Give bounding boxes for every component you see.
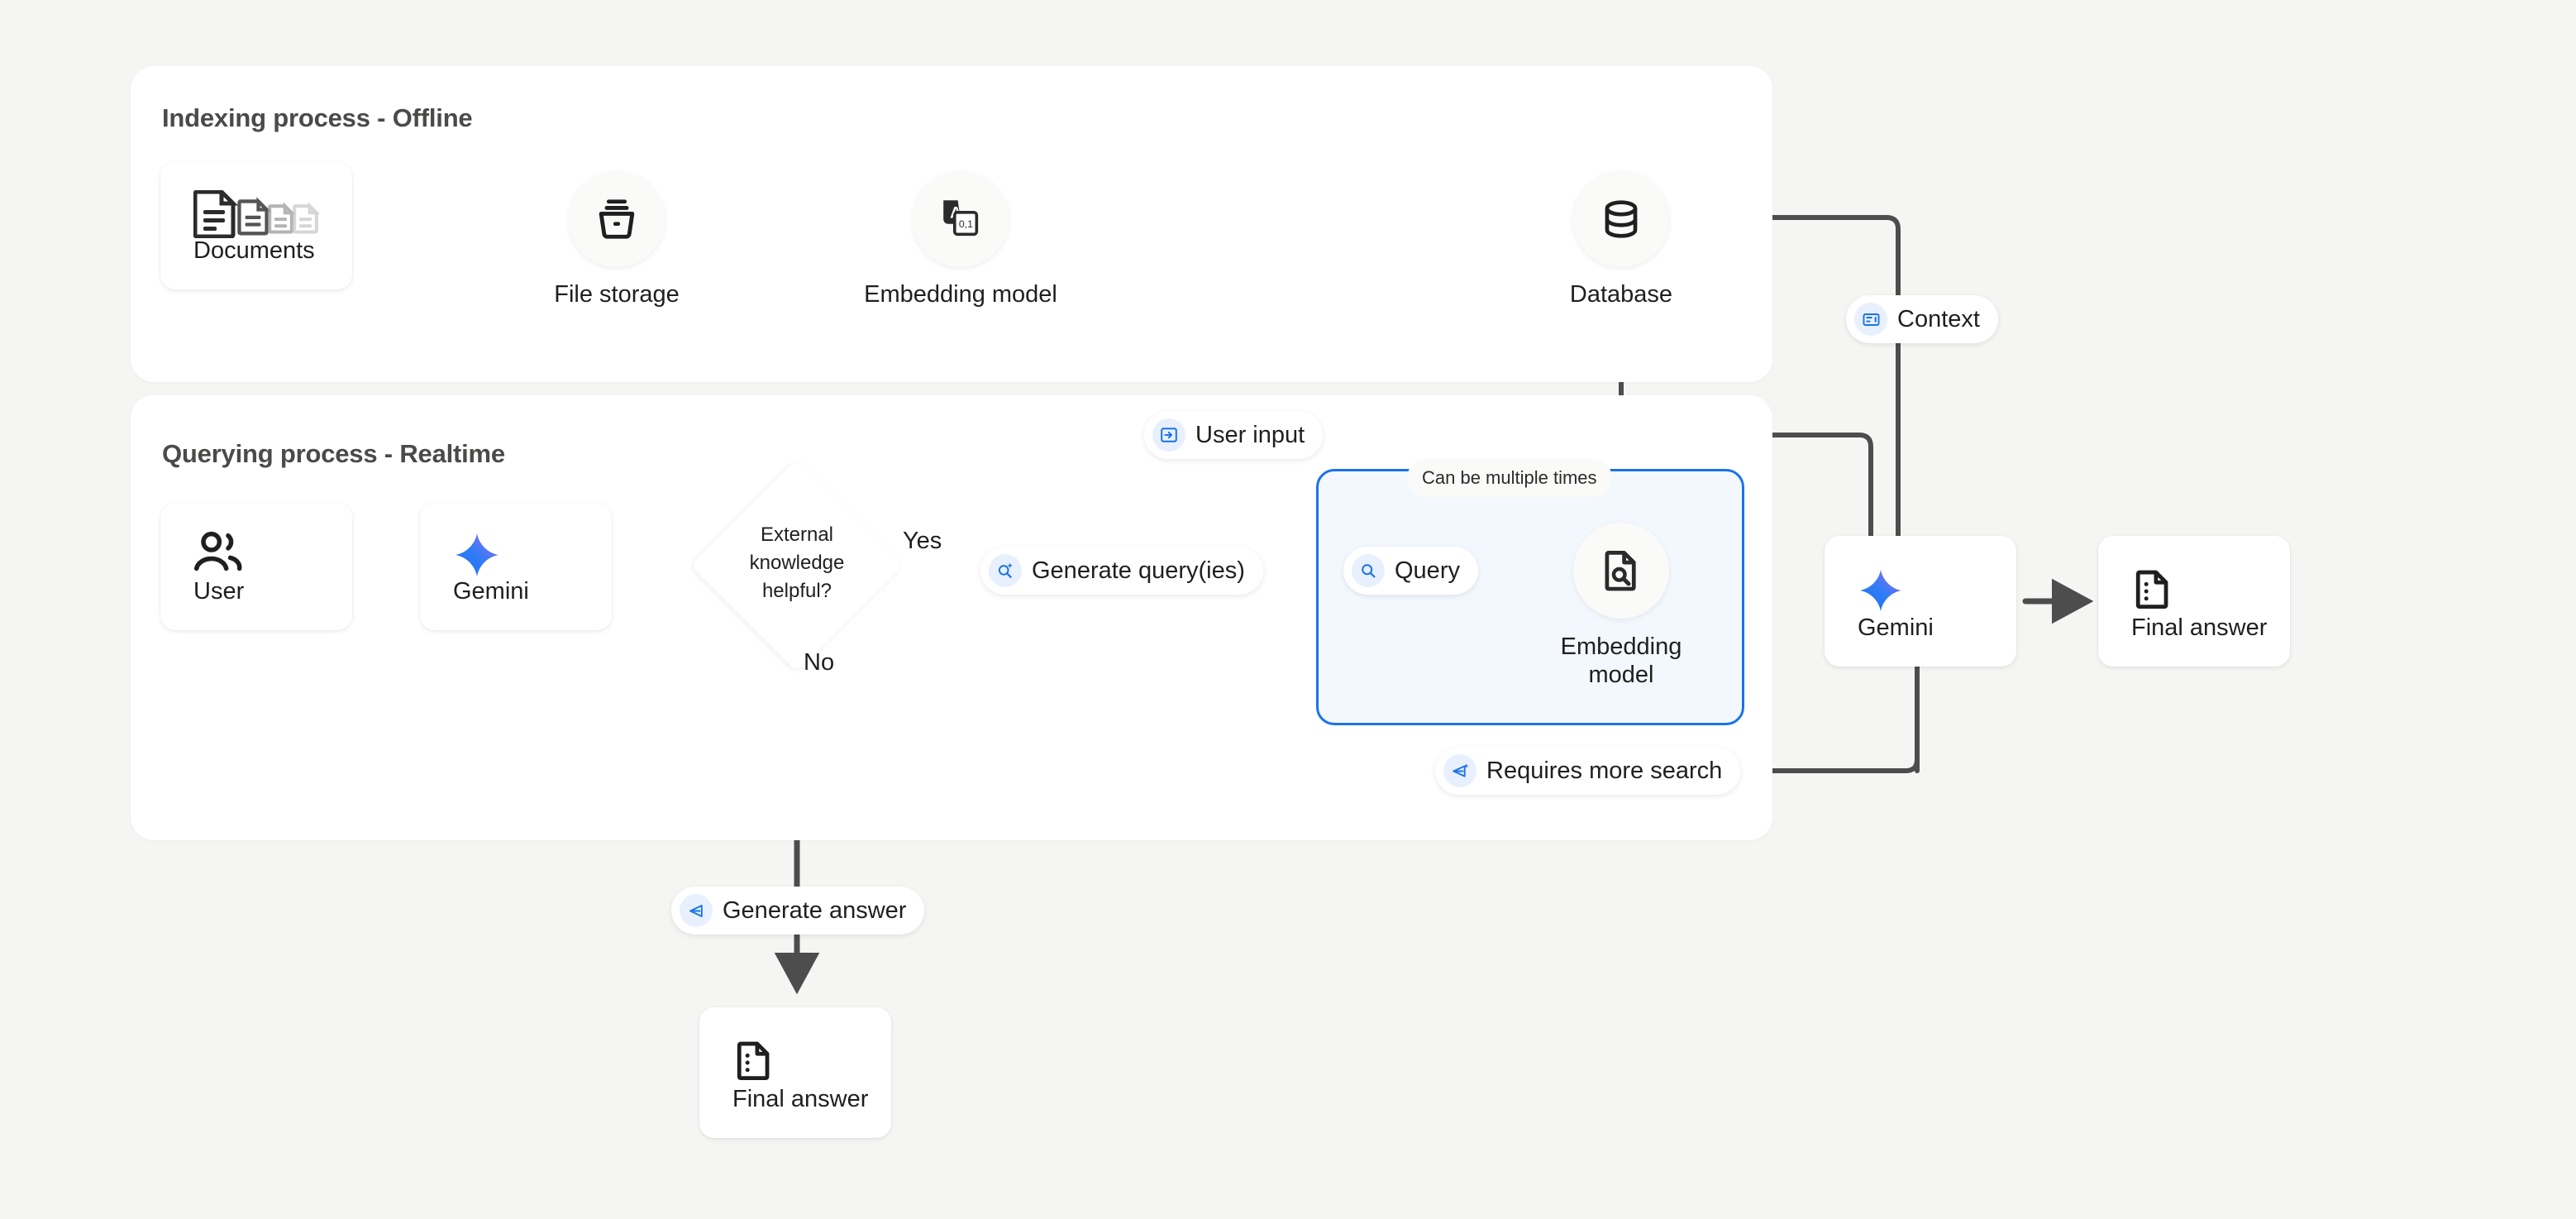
retrieval-loop-box (1316, 469, 1744, 725)
node-embedding-model-loop-line-2: model (1588, 661, 1654, 688)
node-file-storage-label: File storage (554, 281, 680, 308)
pill-generate-queries-label: Generate query(ies) (1032, 557, 1245, 584)
search-sparkle-icon (989, 554, 1022, 587)
pill-query[interactable]: Query (1343, 547, 1478, 595)
pill-requires-more-search[interactable]: Requires more search (1435, 747, 1741, 795)
node-embedding-model-indexing-label: Embedding model (864, 281, 1057, 308)
pill-context[interactable]: Context (1846, 295, 1998, 343)
node-final-answer-right[interactable]: Final answer (2098, 536, 2290, 667)
pill-context-label: Context (1897, 305, 1980, 332)
loop-note: Can be multiple times (1407, 459, 1612, 497)
node-gemini-left-label: Gemini (453, 578, 529, 605)
panel-indexing-title: Indexing process - Offline (162, 103, 473, 132)
decision-text: External knowledge helpful? (724, 521, 870, 605)
node-database-label: Database (1569, 281, 1673, 308)
database-cylinder-icon (1605, 200, 1638, 238)
answer-document-icon (2131, 567, 2174, 614)
translate-encode-icon: A 0,1 (943, 200, 979, 237)
panel-querying-title: Querying process - Realtime (162, 439, 505, 468)
document-search-icon (1605, 551, 1636, 591)
node-user[interactable]: User (160, 503, 352, 630)
storage-bucket-icon (599, 199, 635, 239)
node-embedding-model-loop[interactable] (1573, 523, 1669, 619)
decision-line-1: External (760, 523, 834, 546)
edge-label-no: No (804, 649, 835, 676)
node-documents-label: Documents (193, 237, 315, 264)
edge-label-yes: Yes (903, 528, 942, 554)
pill-query-label: Query (1395, 557, 1460, 584)
send-icon (680, 894, 713, 927)
node-file-storage[interactable] (569, 171, 665, 267)
gemini-sparkle-icon (453, 531, 501, 583)
node-final-answer-bottom-label: Final answer (732, 1086, 869, 1112)
node-final-answer-right-label: Final answer (2131, 614, 2268, 641)
node-user-label: User (193, 578, 245, 605)
pill-user-input-label: User input (1195, 421, 1305, 448)
node-documents[interactable]: Documents (160, 162, 352, 289)
node-embedding-model-indexing[interactable]: A 0,1 (913, 171, 1009, 267)
answer-document-icon (732, 1039, 775, 1086)
svg-text:0,1: 0,1 (959, 218, 973, 230)
context-panel-icon (1854, 303, 1887, 336)
node-gemini-right[interactable]: Gemini (1825, 536, 2016, 667)
node-database[interactable] (1573, 171, 1669, 267)
node-embedding-model-loop-line-1: Embedding (1560, 633, 1682, 660)
user-person-icon (193, 531, 243, 578)
send-sparkle-icon (1443, 754, 1476, 787)
node-gemini-left[interactable]: Gemini (420, 503, 612, 630)
pill-generate-answer[interactable]: Generate answer (671, 887, 925, 935)
node-final-answer-bottom[interactable]: Final answer (699, 1007, 891, 1138)
decision-line-2: knowledge (749, 552, 845, 575)
pill-generate-answer-label: Generate answer (723, 896, 907, 924)
documents-stack-icon (193, 186, 321, 242)
pill-requires-more-search-label: Requires more search (1486, 757, 1723, 784)
gemini-sparkle-icon (1858, 567, 1904, 618)
pill-user-input[interactable]: User input (1144, 411, 1324, 459)
decision-line-3: helpful? (761, 580, 832, 603)
magnifier-icon (1352, 554, 1385, 587)
input-arrow-icon (1152, 418, 1185, 452)
pill-generate-queries[interactable]: Generate query(ies) (980, 547, 1263, 595)
node-gemini-right-label: Gemini (1858, 614, 1934, 641)
node-embedding-model-loop-label: Embedding model (1526, 633, 1716, 689)
